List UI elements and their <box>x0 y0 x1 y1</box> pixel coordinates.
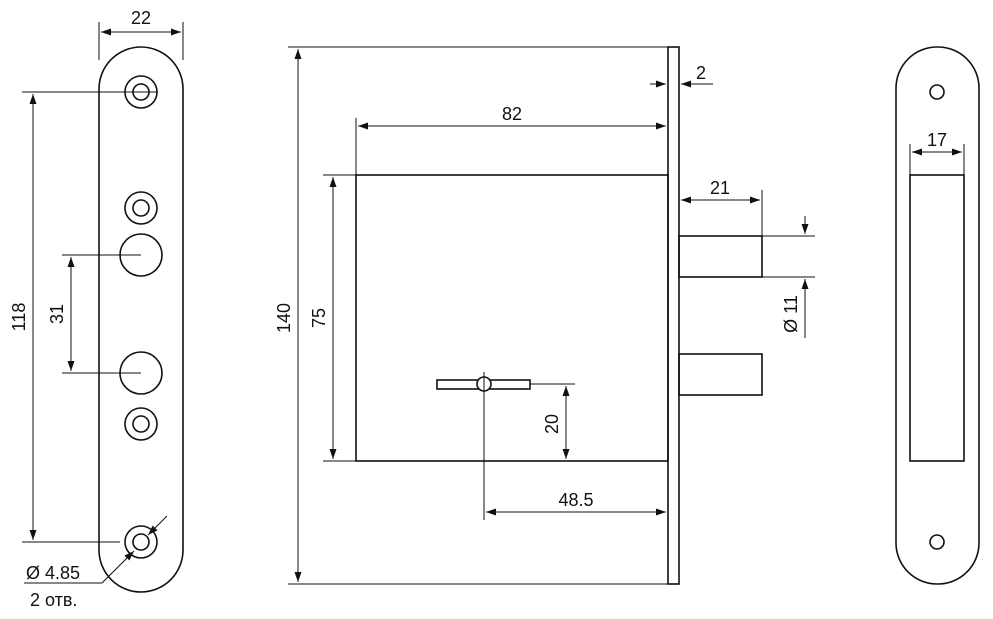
dim-key-offset: 20 <box>542 414 562 434</box>
dim-plate-width: 22 <box>131 8 151 28</box>
left-faceplate-view: 22 118 31 Ø 4.85 2 отв. <box>9 8 184 610</box>
dim-bolt-length: 21 <box>710 178 730 198</box>
screw-hole-bottom <box>124 525 158 559</box>
faceplate-outline <box>98 46 184 593</box>
dim-total-height: 140 <box>274 303 294 333</box>
strike-hole-top <box>929 84 945 100</box>
strike-plate-view: 17 <box>895 46 980 585</box>
dim-slot-width: 17 <box>927 130 947 150</box>
screw-hole-upper <box>124 191 158 225</box>
deadbolt-lower <box>678 353 763 396</box>
dim-cylinder-spacing: 31 <box>47 304 67 324</box>
dim-bolt-diameter: Ø 11 <box>781 295 801 333</box>
faceplate-edge <box>667 46 680 585</box>
lock-case <box>355 174 669 462</box>
dim-case-depth: 82 <box>502 104 522 124</box>
strike-plate-outline <box>895 46 980 585</box>
hole-count-note: 2 отв. <box>30 590 77 610</box>
dim-faceplate-thickness: 2 <box>696 63 706 83</box>
screw-hole-lower <box>124 407 158 441</box>
dim-backset: 48.5 <box>558 490 593 510</box>
deadbolt-upper <box>678 235 763 278</box>
lock-body-side-view: 140 75 82 2 21 Ø 11 20 48.5 <box>274 46 815 585</box>
strike-slot <box>909 174 965 462</box>
strike-hole-bottom <box>929 534 945 550</box>
dim-case-height: 75 <box>309 308 329 328</box>
dim-hole-diameter: Ø 4.85 <box>26 563 80 583</box>
dim-hole-spacing: 118 <box>9 303 29 332</box>
